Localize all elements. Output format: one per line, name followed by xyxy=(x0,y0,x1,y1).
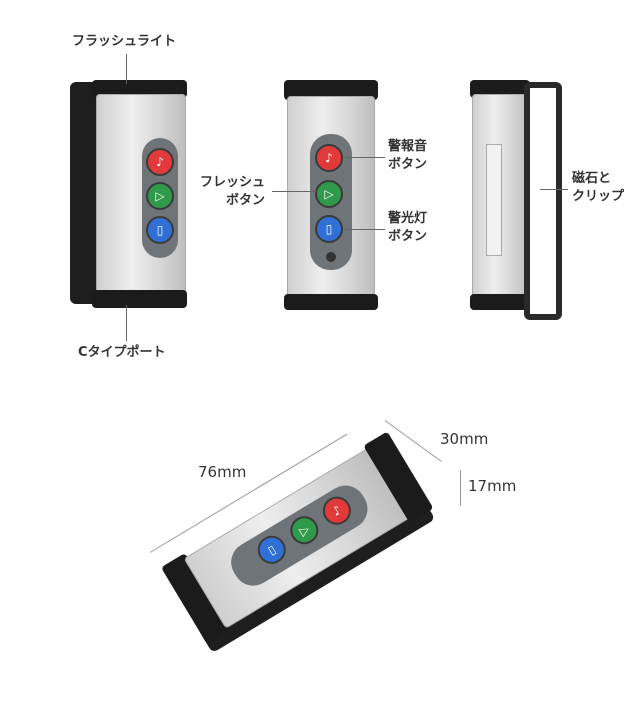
leader-line xyxy=(345,157,385,158)
device-back-view xyxy=(468,80,580,320)
device-front-view: ♪ ▷ ▯ xyxy=(284,80,378,312)
bottom-cap xyxy=(470,294,530,310)
usb-c-port-label: Cタイプポート xyxy=(78,345,166,360)
flashlight-label: フラッシュライト xyxy=(72,34,177,49)
leader-line xyxy=(345,229,385,230)
flash-button[interactable]: ▷ xyxy=(315,180,343,208)
warning-light-button-label: 警光灯 ボタン xyxy=(388,210,427,246)
device-side-view: ♪ ▷ ▯ xyxy=(66,78,191,310)
label-line: ボタン xyxy=(226,193,266,208)
label-line: フレッシュ xyxy=(200,175,266,190)
length-label: 76mm xyxy=(198,463,247,481)
bottom-cap xyxy=(284,294,378,310)
clip xyxy=(70,82,100,304)
depth-label: 17mm xyxy=(468,477,517,495)
warning-light-button[interactable]: ▯ xyxy=(315,215,343,243)
label-line: 磁石と xyxy=(572,171,612,186)
led-strip xyxy=(486,144,502,256)
leader-line xyxy=(126,305,127,341)
width-label: 30mm xyxy=(440,430,489,448)
top-cap xyxy=(92,80,187,98)
leader-line xyxy=(272,191,316,192)
label-line: 警光灯 xyxy=(388,211,428,226)
top-cap xyxy=(470,80,530,98)
magnet-clip xyxy=(524,82,562,320)
alarm-button[interactable]: ♪ xyxy=(146,148,174,176)
label-line: 警報音 xyxy=(388,139,428,154)
magnet-clip-label: 磁石と クリップ xyxy=(572,170,624,206)
flash-button-label: フレッシュ ボタン xyxy=(200,174,265,210)
label-line: クリップ xyxy=(572,189,625,204)
indicator-led xyxy=(326,252,336,262)
label-line: ボタン xyxy=(388,157,428,172)
alarm-button-label: 警報音 ボタン xyxy=(388,138,427,174)
top-cap xyxy=(284,80,378,100)
depth-dimension-line xyxy=(460,470,461,506)
alarm-button[interactable]: ♪ xyxy=(315,144,343,172)
label-line: ボタン xyxy=(388,229,428,244)
bottom-cap xyxy=(92,290,187,308)
warning-light-button[interactable]: ▯ xyxy=(146,216,174,244)
leader-line xyxy=(126,54,127,84)
leader-line xyxy=(540,189,568,190)
flash-button[interactable]: ▷ xyxy=(146,182,174,210)
